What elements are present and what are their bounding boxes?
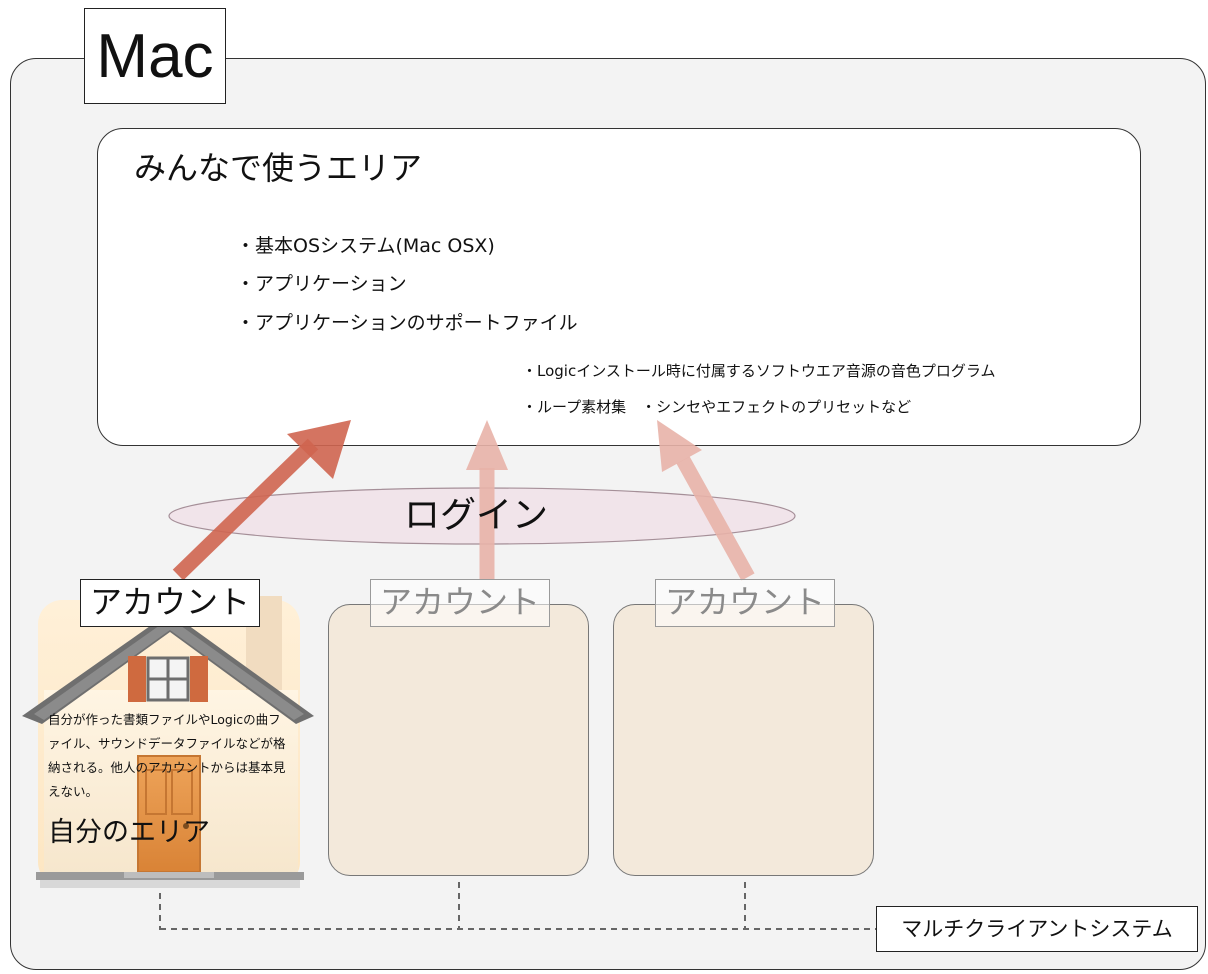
login-arrow-account-1 [172,420,351,581]
shared-subitem-loops-presets: ・ループ素材集 ・シンセやエフェクトのプリセットなど [522,398,912,416]
multi-client-connector [159,882,876,930]
account-tag-3: アカウント [655,579,835,627]
shared-subitem-sound-programs: ・Logicインストール時に付属するソフトウエア音源の音色プログラム [522,362,996,380]
login-arrow-account-2 [466,420,508,580]
my-area-description: 自分が作った書類ファイルやLogicの曲ファイル、サウンドデータファイルなどが格… [48,712,286,799]
account-tag-1: アカウント [80,579,260,627]
multi-client-label: マルチクライアントシステム [876,906,1198,952]
shared-item-os: ・基本OSシステム(Mac OSX) [236,235,495,257]
shared-item-apps: ・アプリケーション [236,273,407,295]
shared-area-title: みんなで使うエリア [134,149,423,187]
my-area-label: 自分のエリア [48,817,210,848]
login-arrow-account-3 [657,420,755,581]
shared-area-box [97,128,1141,446]
shared-item-support-files: ・アプリケーションのサポートファイル [236,312,578,334]
login-label: ログイン [404,495,549,536]
account-panel-3 [613,604,874,876]
account-tag-2: アカウント [370,579,550,627]
mac-label: Mac [84,8,226,104]
